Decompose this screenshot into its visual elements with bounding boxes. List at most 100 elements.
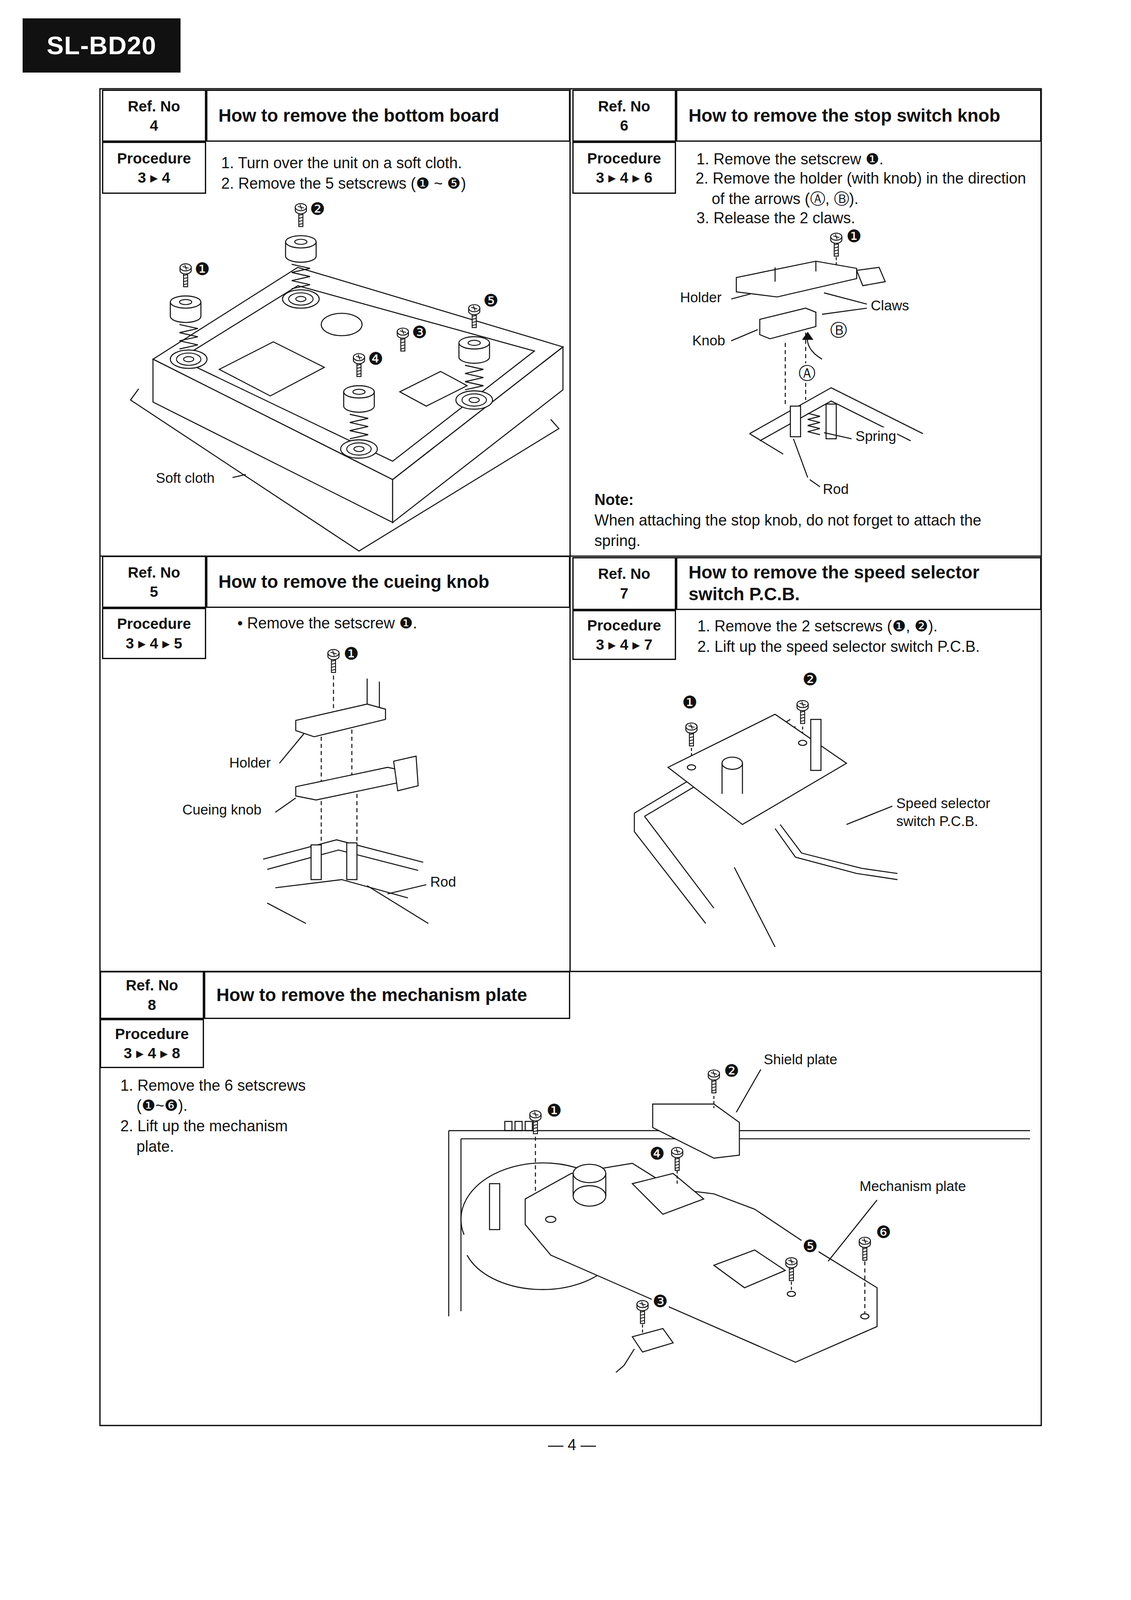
ref-number: 6 — [620, 115, 629, 136]
section-title: How to remove the mechanism plate — [216, 984, 528, 1006]
mechanism-plate-drawing — [652, 1103, 740, 1158]
note-text: When attaching the stop knob, do not for… — [593, 510, 1029, 551]
mechanism-plate-drawing — [525, 1121, 533, 1131]
mechanism-plate-drawing — [671, 1147, 683, 1171]
ref-no-cell: Ref. No7 — [572, 556, 677, 610]
mechanism-plate-drawing — [636, 1300, 648, 1324]
bottom-board-drawing — [180, 263, 192, 287]
bottom-board-drawing — [353, 353, 365, 377]
cueing-knob-drawing — [263, 649, 429, 924]
bottom-board-drawing — [349, 413, 369, 439]
procedure-cell: Procedure3 ▸ 4 — [102, 141, 207, 194]
table-frame — [99, 88, 1042, 1426]
speed-selector-drawing — [798, 740, 807, 746]
speed-selector-drawing — [775, 828, 898, 880]
instruction-step: 1. Remove the setscrew ❶. — [695, 148, 885, 170]
stop-switch-drawing — [731, 329, 758, 341]
mechanism-plate-drawing — [460, 1137, 1030, 1139]
cueing-knob-drawing — [356, 793, 358, 843]
speed-selector-drawing — [780, 824, 898, 874]
cueing-knob-drawing — [267, 902, 307, 924]
stop-switch-drawing — [807, 413, 821, 435]
ref-heading: Ref. No — [128, 562, 181, 583]
mechanism-plate-drawing — [676, 1170, 678, 1184]
section-title: How to remove the cueing knob — [218, 571, 490, 593]
stop-switch-drawing — [824, 292, 867, 304]
callout-number: ❹ — [648, 1143, 666, 1164]
ref-no-cell: Ref. No4 — [102, 89, 207, 142]
speed-selector-drawing — [741, 763, 743, 794]
callout-number: ❷ — [308, 198, 327, 219]
cueing-knob-drawing — [366, 678, 368, 705]
mechanism-plate-drawing — [534, 1136, 536, 1196]
speed-selector-drawing — [721, 763, 723, 794]
mechanism-plate-drawing — [785, 1257, 797, 1281]
bottom-board-drawing — [282, 289, 320, 309]
bottom-board-drawing — [170, 349, 207, 369]
mechanism-plate-drawing — [448, 1069, 1030, 1373]
ref-number: 4 — [149, 115, 158, 136]
bottom-board-drawing — [343, 385, 375, 413]
instruction-step: 2. Remove the 5 setscrews (❶ ~ ❺) — [220, 173, 467, 194]
stop-switch-drawing — [784, 342, 786, 406]
mechanism-plate-drawing — [448, 1130, 449, 1316]
speed-selector-drawing — [722, 757, 743, 770]
bottom-board-drawing — [179, 324, 199, 349]
callout-number: ❶ — [845, 226, 863, 246]
mechanism-plate-drawing — [787, 1291, 796, 1297]
bottom-board-drawing — [458, 336, 490, 364]
procedure-heading: Procedure — [116, 613, 191, 634]
speed-selector-drawing — [633, 813, 635, 832]
instruction-step: 1. Remove the 6 setscrews (❶~❻). — [120, 1075, 337, 1117]
stop-switch-drawing — [856, 267, 886, 286]
mechanism-plate-drawing — [504, 1121, 513, 1131]
instruction-step: 1. Turn over the unit on a soft cloth. — [220, 152, 463, 174]
callout-number: ❶ — [545, 1100, 563, 1120]
bottom-board-drawing — [321, 313, 363, 336]
cueing-knob-drawing — [320, 800, 322, 845]
stop-switch-drawing — [793, 438, 808, 478]
cueing-knob-drawing — [378, 681, 380, 708]
section-title: How to remove the speed selector switch … — [688, 561, 1032, 605]
instruction-step: • Remove the setscrew ❶. — [236, 612, 418, 634]
cueing-knob-drawing — [295, 767, 409, 800]
mechanism-plate-drawing — [632, 1173, 704, 1215]
callout-number: ❶ — [193, 259, 211, 279]
procedure-heading: Procedure — [587, 615, 662, 636]
mechanism-plate-drawing — [573, 1163, 606, 1183]
cueing-knob-drawing — [320, 736, 322, 784]
callout-number: ❻ — [874, 1221, 892, 1242]
callout-number: ❷ — [722, 1060, 741, 1081]
bottom-board-drawing — [232, 474, 246, 478]
bottom-board-drawing — [291, 264, 310, 289]
part-name: Spring — [854, 427, 897, 445]
ref-heading: Ref. No — [597, 96, 651, 117]
speed-selector-drawing — [685, 722, 697, 747]
callout-number: ❶ — [681, 692, 699, 712]
callout-number: ❸ — [651, 1291, 669, 1311]
cueing-knob-drawing — [295, 703, 386, 737]
cueing-knob-drawing — [346, 842, 357, 880]
procedure-cell: Procedure3 ▸ 4 ▸ 6 — [572, 141, 677, 194]
bottom-board-drawing — [455, 390, 493, 409]
procedure-cell: Procedure3 ▸ 4 ▸ 8 — [99, 1018, 205, 1068]
mechanism-plate-drawing — [827, 1199, 878, 1261]
ref-heading: Ref. No — [125, 975, 179, 995]
mechanism-plate-drawing — [859, 1236, 871, 1260]
page-number: — 4 — — [530, 1435, 614, 1454]
procedure-cell: Procedure3 ▸ 4 ▸ 7 — [572, 609, 677, 660]
callout-number: ❷ — [801, 669, 819, 689]
title-cell: How to remove the mechanism plate — [204, 970, 571, 1019]
ref-no-cell: Ref. No5 — [102, 555, 207, 608]
part-name: Shield plate — [762, 1050, 838, 1068]
bottom-board-drawing — [285, 235, 317, 263]
ref-no-cell: Ref. No8 — [99, 970, 205, 1019]
mechanism-plate-drawing — [572, 1173, 574, 1196]
part-name: Holder — [228, 753, 272, 772]
ref-number: 8 — [147, 994, 156, 1015]
cueing-knob-drawing — [332, 675, 334, 712]
callout-number: ❶ — [342, 643, 360, 664]
callout-number: ❹ — [367, 348, 385, 369]
speed-selector-drawing — [687, 764, 696, 770]
mechanism-plate-drawing — [714, 1249, 786, 1288]
